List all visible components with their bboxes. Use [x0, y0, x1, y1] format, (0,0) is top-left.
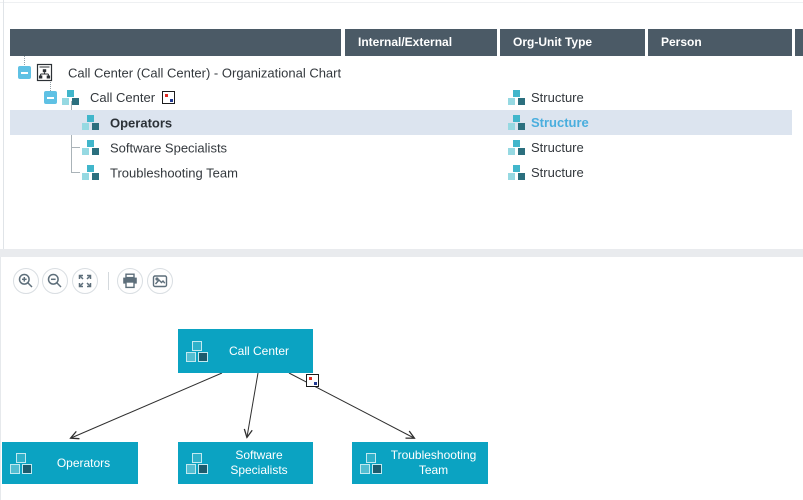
tree-line [50, 79, 51, 91]
edge-call-center-operators [71, 372, 223, 438]
org-unit-icon [62, 90, 80, 105]
tree-row-software-specialists[interactable]: Software Specialists Structure [10, 135, 803, 160]
tree-line [71, 101, 72, 173]
org-unit-type-cell: Structure [508, 110, 589, 135]
org-unit-icon [186, 340, 209, 362]
column-header-person: Person [648, 29, 792, 56]
org-unit-icon [10, 452, 33, 474]
org-chart-document-icon [36, 63, 53, 82]
structure-icon [508, 90, 526, 105]
structure-icon [508, 140, 526, 155]
column-header-org-unit-type: Org-Unit Type [500, 29, 645, 56]
tree-row-label: Operators [110, 115, 173, 130]
print-button[interactable] [117, 268, 143, 294]
org-unit-type-cell: Structure [508, 135, 584, 160]
chart-node-label: Call Center [228, 343, 290, 358]
structure-icon [508, 115, 526, 130]
org-unit-icon [82, 165, 100, 180]
edge-call-center-software-specialists [247, 372, 259, 437]
tree-row-root[interactable]: Call Center (Call Center) - Organization… [10, 60, 803, 85]
tree-row-label: Call Center [90, 90, 156, 105]
org-unit-type-cell: Structure [508, 85, 584, 110]
org-unit-type-cell: Structure [508, 160, 584, 185]
tree-row-label: Call Center (Call Center) - Organization… [68, 65, 342, 80]
structure-icon [508, 165, 526, 180]
chart-node-label: Troubleshooting Team [390, 448, 477, 477]
org-unit-type-value: Structure [531, 90, 584, 105]
pane-divider[interactable] [0, 249, 803, 257]
org-unit-icon [82, 140, 100, 155]
toolbar-separator [108, 272, 109, 290]
tree-row-label: Troubleshooting Team [110, 165, 238, 180]
pane-top-border [0, 2, 803, 3]
expand-arrows-icon [78, 274, 92, 288]
column-header-internal-external: Internal/External [345, 29, 497, 56]
image-icon [152, 275, 168, 288]
chart-node-software-specialists[interactable]: Software Specialists [178, 442, 313, 484]
magnifier-plus-icon [18, 273, 33, 288]
org-unit-type-value: Structure [531, 115, 589, 130]
chart-node-label: Operators [56, 455, 111, 470]
tree-row-operators[interactable]: Operators Structure [10, 110, 792, 135]
fit-to-view-button[interactable] [72, 268, 98, 294]
collapse-icon[interactable] [44, 91, 57, 104]
selected-object-indicator-icon [162, 91, 176, 104]
tree-row-label: Software Specialists [110, 140, 228, 155]
printer-icon [123, 273, 137, 289]
org-unit-icon [186, 452, 209, 474]
org-unit-icon [360, 452, 383, 474]
chart-node-label: Software Specialists [230, 448, 288, 477]
zoom-out-button[interactable] [42, 268, 68, 294]
tree-row-troubleshooting-team[interactable]: Troubleshooting Team Structure [10, 160, 803, 185]
chart-pane-left-border [0, 257, 1, 500]
chart-node-call-center[interactable]: Call Center [178, 329, 313, 373]
org-unit-icon [82, 115, 100, 130]
org-unit-type-value: Structure [531, 140, 584, 155]
tree-line [71, 147, 80, 148]
column-header-cutoff [795, 29, 803, 56]
pane-left-border [3, 0, 4, 249]
chart-node-operators[interactable]: Operators [2, 442, 138, 484]
collapse-icon[interactable] [18, 66, 31, 79]
tree-line [24, 56, 25, 65]
tree-row-call-center[interactable]: Call Center Structure [10, 85, 803, 110]
tree-line [71, 172, 80, 173]
zoom-in-button[interactable] [13, 268, 39, 294]
column-header-tree [10, 29, 341, 56]
chart-node-troubleshooting-team[interactable]: Troubleshooting Team [352, 442, 488, 484]
export-image-button[interactable] [147, 268, 173, 294]
magnifier-minus-icon [47, 273, 62, 288]
selected-object-indicator-icon [306, 374, 319, 387]
org-unit-type-value: Structure [531, 165, 584, 180]
